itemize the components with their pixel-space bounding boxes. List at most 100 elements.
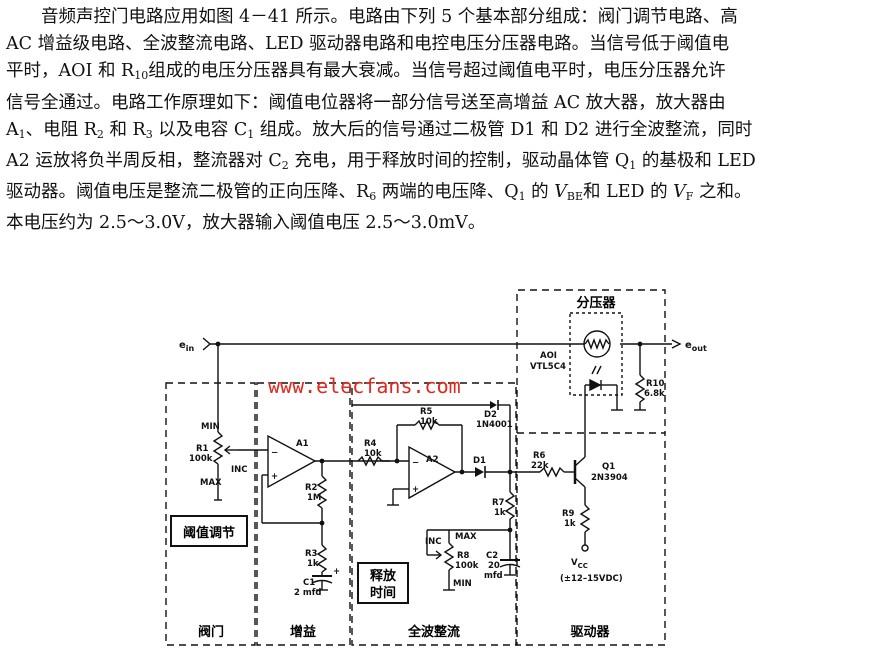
section-label-gate: 阀门 (198, 624, 224, 640)
q1-value-label: 2N3904 (591, 473, 628, 483)
a1-minus-label: − (271, 448, 278, 458)
c2-plate-bottom (499, 563, 521, 568)
description-paragraph: 音频声控门电路应用如图 4－41 所示。电路由下列 5 个基本部分组成：阀门调节… (6, 4, 872, 238)
text-line-6: A2 运放将负半周反相，整流器对 C2 充电，用于释放时间的控制，驱动晶体管 Q… (6, 148, 872, 179)
text-line-2: AC 增益级电路、全波整流电路、LED 驱动器电路和电控电压分压器电路。当信号低… (6, 31, 872, 58)
text-segment: 平时，AOI 和 R (6, 61, 135, 82)
r8-name-label: R8 (457, 551, 470, 561)
r9-value-label: 1k (564, 519, 576, 529)
r6-resistor (539, 466, 565, 478)
subscript: 2 (96, 127, 104, 141)
text-segment: 驱动器。阈值电压是整流二极管的正向压降、R (6, 182, 370, 203)
threshold-adjust-label: 阈值调节 (183, 525, 235, 541)
gain-section-frame (256, 382, 351, 646)
subscript: 1 (518, 190, 526, 204)
c2-value-label-2: mfd (484, 571, 503, 581)
section-label-divider: 分压器 (576, 295, 616, 311)
text-segment: 两端的电压降、Q (376, 182, 519, 203)
c1-plus-label: + (333, 567, 340, 577)
input-label: ein (179, 340, 195, 353)
r4-value-label: 10k (364, 449, 382, 459)
aoi-value-label: VTL5C4 (530, 362, 566, 372)
release-time-label-1: 释放 (370, 568, 397, 584)
d1-diode (475, 467, 484, 477)
c1-plate-bottom (311, 579, 333, 584)
r8-wiper-arrow (435, 550, 443, 560)
d2-diode (490, 401, 497, 409)
r5-resistor (414, 419, 440, 431)
text-segment: 以及电容 C (152, 119, 248, 140)
r1-wiper-arrow (223, 445, 231, 455)
subscript: BE (566, 190, 584, 204)
r1-max-label: MAX (200, 478, 222, 488)
led-ray-2 (596, 365, 602, 375)
r9-resistor (579, 504, 591, 533)
c2-name-label: C2 (486, 551, 498, 561)
subscript: 2 (281, 159, 289, 173)
text-segment: 本电压约为 2.5～3.0V，放大器输入阈值电压 2.5～3.0mV。 (6, 213, 486, 234)
text-segment: 的基极和 LED (636, 151, 756, 172)
text-segment: 、电阻 R (25, 119, 97, 140)
r3-name-label: R3 (305, 549, 318, 559)
text-segment: 充电，用于释放时间的控制，驱动晶体管 Q (288, 151, 630, 172)
q1-collector (574, 456, 586, 467)
text-segment: 组成。放大后的信号通过二极管 D1 和 D2 进行全波整流，同时 (254, 119, 753, 140)
watermark: www.elecfans.com (268, 374, 461, 398)
junction-dots (215, 341, 643, 533)
rectifier-section-frame (351, 382, 517, 646)
r2-name-label: R2 (305, 483, 318, 493)
text-line-1: 音频声控门电路应用如图 4－41 所示。电路由下列 5 个基本部分组成：阀门调节… (6, 4, 872, 31)
r5-name-label: R5 (420, 407, 433, 417)
r1-min-label: MIN (201, 422, 220, 432)
subscript: 10 (134, 69, 149, 83)
r2-resistor (316, 475, 328, 509)
text-segment: 的 (525, 182, 555, 203)
r9-name-label: R9 (562, 509, 575, 519)
r3-resistor (316, 544, 328, 573)
section-label-gain: 增益 (290, 624, 316, 640)
r10-name-label: R10 (646, 379, 664, 389)
release-time-label-2: 时间 (370, 585, 396, 601)
a2-minus-label: − (412, 458, 419, 468)
gate-section-frame (165, 382, 256, 646)
a1-opamp (267, 434, 317, 489)
text-segment: 和 LED 的 (583, 182, 674, 203)
led-diode (589, 378, 602, 392)
subscript: F (685, 190, 694, 204)
a2-opamp (408, 445, 457, 500)
subscript: 3 (145, 127, 153, 141)
vcc-label: VCC (571, 558, 588, 570)
q1-emitter (574, 477, 586, 488)
output-label: eout (685, 340, 707, 353)
c1-value-label: 2 mfd (294, 588, 322, 598)
a1-plus-label: + (271, 472, 278, 482)
d1-name-label: D1 (473, 456, 486, 466)
text-segment: 组成的电压分压器具有最大衰减。当信号超过阈值电平时，电压分压器允许 (148, 61, 726, 82)
text-segment: A2 运放将负半周反相，整流器对 C (6, 151, 282, 172)
r4-resistor (357, 455, 383, 467)
release-time-box (357, 562, 409, 604)
section-label-driver: 驱动器 (570, 625, 610, 640)
r8-max-label: MAX (455, 532, 477, 542)
d2-value-label: 1N4001 (476, 420, 513, 430)
aoi-photocell (583, 330, 611, 358)
output-arrow (671, 339, 682, 349)
circuit-diagram: 阈值调节 释放 时间 阀门 增益 全波整流 驱动器 分压器 ein eout M… (165, 289, 707, 646)
led-ray-1 (591, 365, 597, 375)
c2-value-label-1: 20 (488, 561, 500, 571)
italic-symbol: V (554, 182, 567, 203)
text-segment: 音频声控门电路应用如图 4－41 所示。电路由下列 5 个基本部分组成：阀门调节… (41, 7, 738, 27)
subscript: 1 (629, 159, 637, 173)
threshold-adjust-box (170, 515, 248, 547)
r1-value-label: 100k (189, 454, 213, 464)
r8-resistor (443, 542, 455, 571)
divider-section-frame (516, 289, 666, 433)
aoi-photoresistor (584, 338, 610, 350)
r7-value-label: 1k (494, 508, 506, 518)
a2-label: A2 (426, 455, 439, 465)
d2-name-label: D2 (484, 410, 497, 420)
r10-value-label: 6.8k (644, 389, 665, 399)
a1-label: A1 (296, 439, 309, 449)
r7-resistor (504, 491, 516, 520)
driver-section-frame (516, 432, 666, 646)
